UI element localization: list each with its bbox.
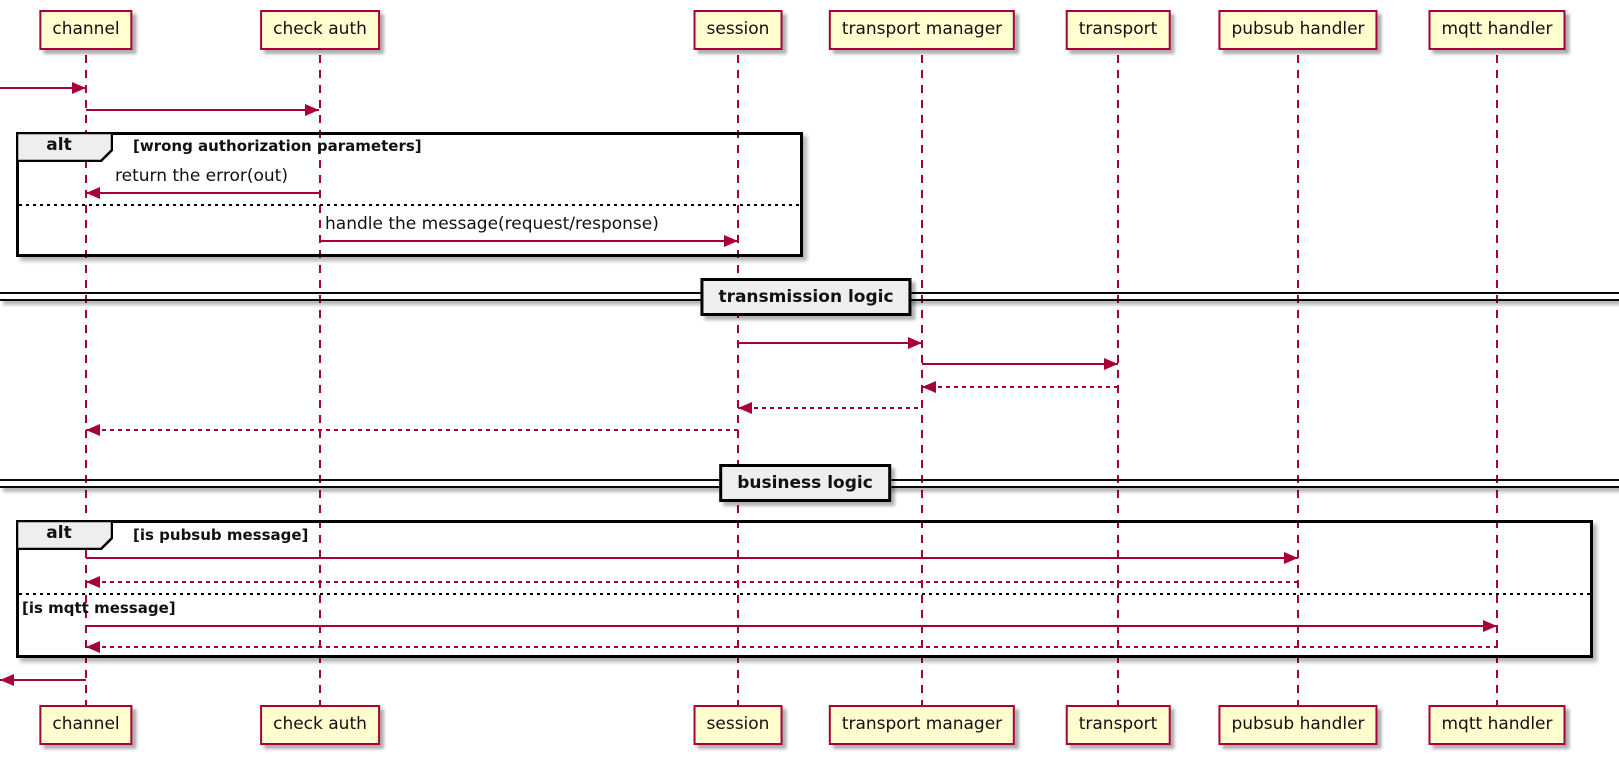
alt1-else-separator [19, 204, 800, 206]
participant-top-session: session [693, 10, 783, 50]
arrowhead-icon [1483, 620, 1497, 632]
participant-top-transport-manager: transport manager [828, 10, 1016, 50]
arrowhead-icon [86, 641, 100, 653]
alt-operator-label: alt [46, 523, 72, 543]
arrowhead-icon [1104, 358, 1118, 370]
message-arrow-return-error [86, 187, 319, 199]
arrowhead-icon [922, 381, 936, 393]
arrowhead-icon [1284, 552, 1298, 564]
message-arrow-mqtt-reply [86, 641, 1497, 653]
message-arrow-transport-reply [922, 381, 1118, 393]
message-arrow-session-reply [86, 424, 738, 436]
divider-label-business: business logic [719, 464, 891, 502]
participant-top-check-auth: check auth [260, 10, 380, 50]
divider-label-transmission: transmission logic [700, 278, 912, 316]
participant-bottom-mqtt-handler: mqtt handler [1428, 705, 1566, 745]
message-arrow-transport-manager-to-transport [922, 358, 1118, 370]
arrowhead-icon [72, 82, 86, 94]
arrowhead-icon [908, 337, 922, 349]
alt2-guard-label: [is pubsub message] [133, 526, 309, 544]
message-arrow-pubsub-reply [86, 576, 1298, 588]
alt-frame-message-type: alt [16, 520, 1593, 658]
participant-top-channel: channel [39, 10, 133, 50]
alt2-else-separator [19, 593, 1590, 595]
participant-bottom-transport-manager: transport manager [828, 705, 1016, 745]
message-arrow-session-to-transport-manager [738, 337, 922, 349]
lifeline-mqtt-handler [1496, 55, 1498, 705]
participant-bottom-channel: channel [39, 705, 133, 745]
participant-top-mqtt-handler: mqtt handler [1428, 10, 1566, 50]
lifeline-channel [85, 55, 87, 705]
message-arrow-outgoing [0, 674, 86, 686]
participant-bottom-check-auth: check auth [260, 705, 380, 745]
message-arrow-check-auth [86, 104, 319, 116]
arrowhead-icon [86, 424, 100, 436]
message-label-handle-message: handle the message(request/response) [325, 214, 659, 234]
alt-operator-pentagon [16, 520, 113, 550]
arrowhead-icon [0, 674, 14, 686]
lifeline-session [737, 55, 739, 705]
participant-bottom-session: session [693, 705, 783, 745]
lifeline-transport-manager [921, 55, 923, 705]
arrowhead-icon [305, 104, 319, 116]
message-arrow-transport-manager-reply [738, 402, 922, 414]
arrowhead-icon [86, 576, 100, 588]
message-arrow-handle-message [319, 235, 738, 247]
message-label-return-error: return the error(out) [115, 166, 288, 186]
lifeline-transport [1117, 55, 1119, 705]
lifeline-pubsub-handler [1297, 55, 1299, 705]
participant-bottom-transport: transport [1065, 705, 1171, 745]
arrowhead-icon [738, 402, 752, 414]
arrowhead-icon [724, 235, 738, 247]
participant-bottom-pubsub-handler: pubsub handler [1218, 705, 1378, 745]
participant-top-pubsub-handler: pubsub handler [1218, 10, 1378, 50]
arrowhead-icon [86, 187, 100, 199]
alt-operator-pentagon [16, 132, 113, 162]
alt2-else-guard-label: [is mqtt message] [22, 599, 176, 617]
message-arrow-incoming [0, 82, 86, 94]
participant-top-transport: transport [1065, 10, 1171, 50]
lifeline-check-auth [319, 55, 321, 705]
alt-operator-label: alt [46, 135, 72, 155]
message-arrow-pubsub-call [86, 552, 1298, 564]
alt-frame-authorization: alt [16, 132, 803, 257]
message-arrow-mqtt-call [86, 620, 1497, 632]
alt1-guard-label: [wrong authorization parameters] [133, 137, 422, 155]
